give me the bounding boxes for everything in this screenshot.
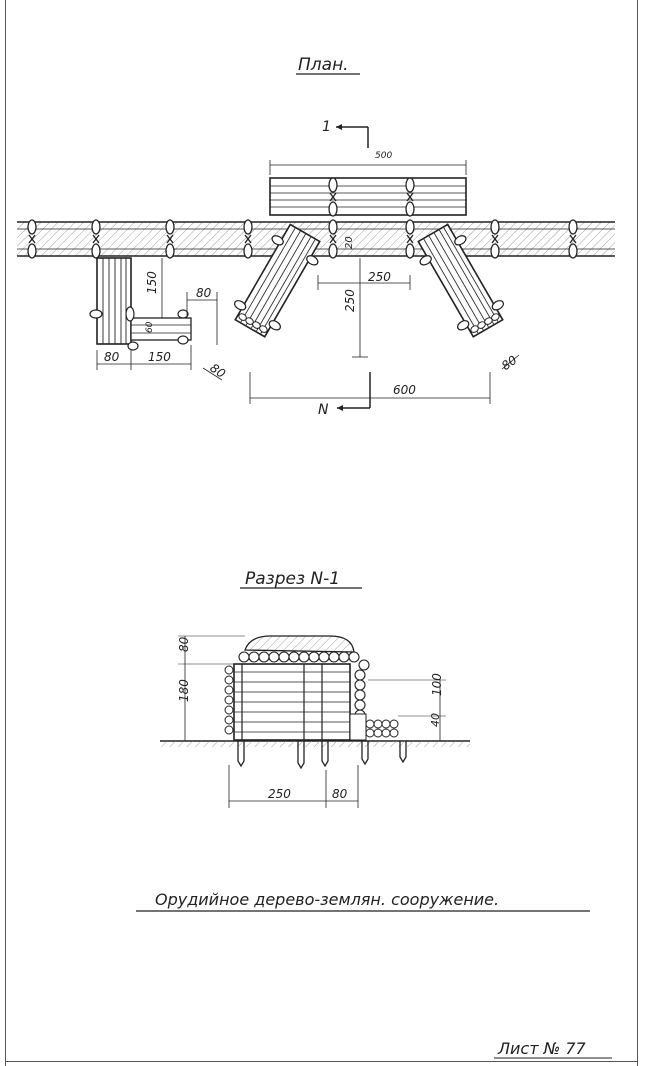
dim-total-width: 600 — [393, 383, 416, 397]
dim-right-wing: 80 — [499, 353, 520, 373]
dim-left-width: 80 — [104, 350, 120, 364]
stakes — [237, 741, 407, 770]
plan-title: План. — [298, 55, 349, 75]
dim-section-low-height: 40 — [429, 713, 442, 727]
dim-left-run: 150 — [148, 350, 171, 364]
dim-section-right-height: 100 — [430, 673, 444, 696]
section-log-body — [224, 663, 399, 741]
dim-top-width: 500 — [375, 151, 392, 161]
dim-left-depth: 150 — [145, 271, 159, 294]
dim-section-height: 180 — [177, 679, 191, 702]
dim-small-height: 20 — [344, 236, 355, 249]
left-log-structure: 80 150 150 60 80 — [89, 257, 218, 370]
dim-gap: 250 — [368, 270, 391, 284]
dim-left-offset: 80 — [196, 286, 212, 300]
dim-section-width2: 80 — [332, 787, 348, 801]
dim-section-top-height: 80 — [177, 636, 191, 652]
sheet-right-border — [637, 0, 638, 1066]
section-marker-bottom-label: N — [318, 402, 329, 418]
plan-view: План. 1 500 — [17, 55, 615, 418]
dim-left-small: 60 — [145, 321, 155, 333]
top-log-stack: 500 — [269, 151, 467, 216]
section-marker-top-label: 1 — [322, 119, 331, 135]
section-view: Разрез N-1 — [160, 569, 470, 808]
dim-section-width: 250 — [268, 787, 291, 801]
dim-depth: 250 — [343, 289, 357, 312]
dim-left-wing: 80 — [207, 361, 228, 381]
sheet-number: Лист № 77 — [497, 1039, 587, 1058]
section-title: Разрез N-1 — [245, 569, 340, 589]
sheet-bottom-border — [5, 1061, 638, 1062]
drawing-caption: Орудийное дерево-землян. сооружение. — [155, 890, 499, 909]
sheet-left-border — [5, 0, 6, 1066]
